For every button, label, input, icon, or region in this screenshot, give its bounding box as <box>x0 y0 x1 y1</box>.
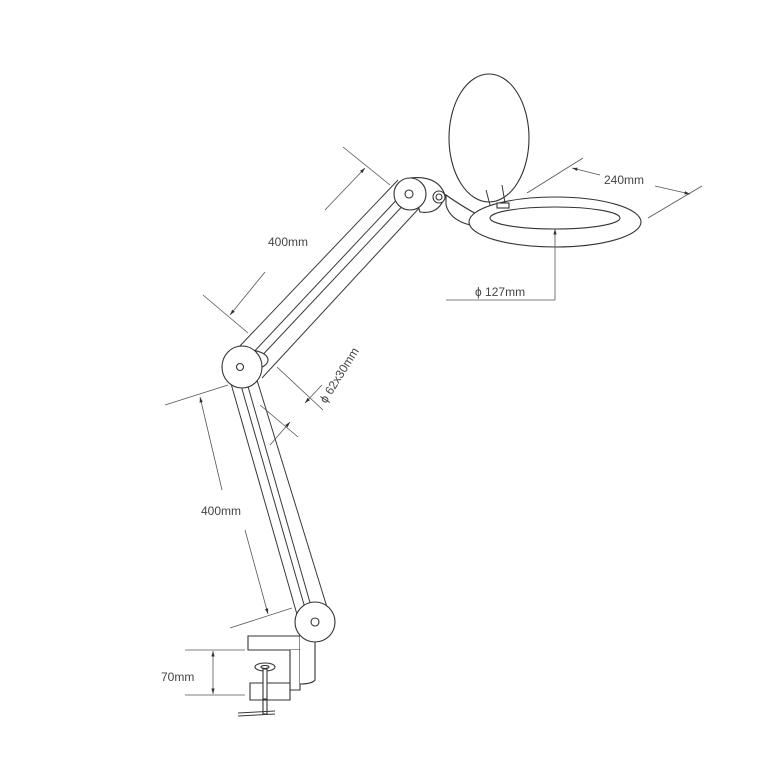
dim-label-lens-diameter: ϕ 127mm <box>475 285 525 299</box>
magnifier-cover <box>448 73 530 203</box>
lower-arm <box>229 379 331 626</box>
dimension-lower-arm: 400mm <box>164 384 293 629</box>
top-joint <box>393 177 446 213</box>
dim-label-lower-arm: 400mm <box>201 504 241 518</box>
dimension-clamp-opening: 70mm <box>161 649 245 696</box>
dim-label-clamp-opening: 70mm <box>161 670 194 684</box>
dim-label-head-width: 240mm <box>604 173 644 187</box>
dimension-arm-section: ϕ 62x30mm <box>259 345 362 446</box>
desk-clamp <box>237 631 316 717</box>
dim-label-arm-section: ϕ 62x30mm <box>317 345 362 406</box>
upper-arm <box>237 179 423 379</box>
bottom-joint <box>294 601 336 643</box>
dimension-head-width: 240mm <box>526 157 703 219</box>
lamp-head <box>445 73 642 248</box>
dimension-upper-arm: 400mm <box>202 146 391 334</box>
elbow-joint <box>221 345 269 389</box>
dimension-lens-diameter: ϕ 127mm <box>446 229 557 301</box>
lens <box>489 206 621 230</box>
dim-label-upper-arm: 400mm <box>268 235 308 249</box>
